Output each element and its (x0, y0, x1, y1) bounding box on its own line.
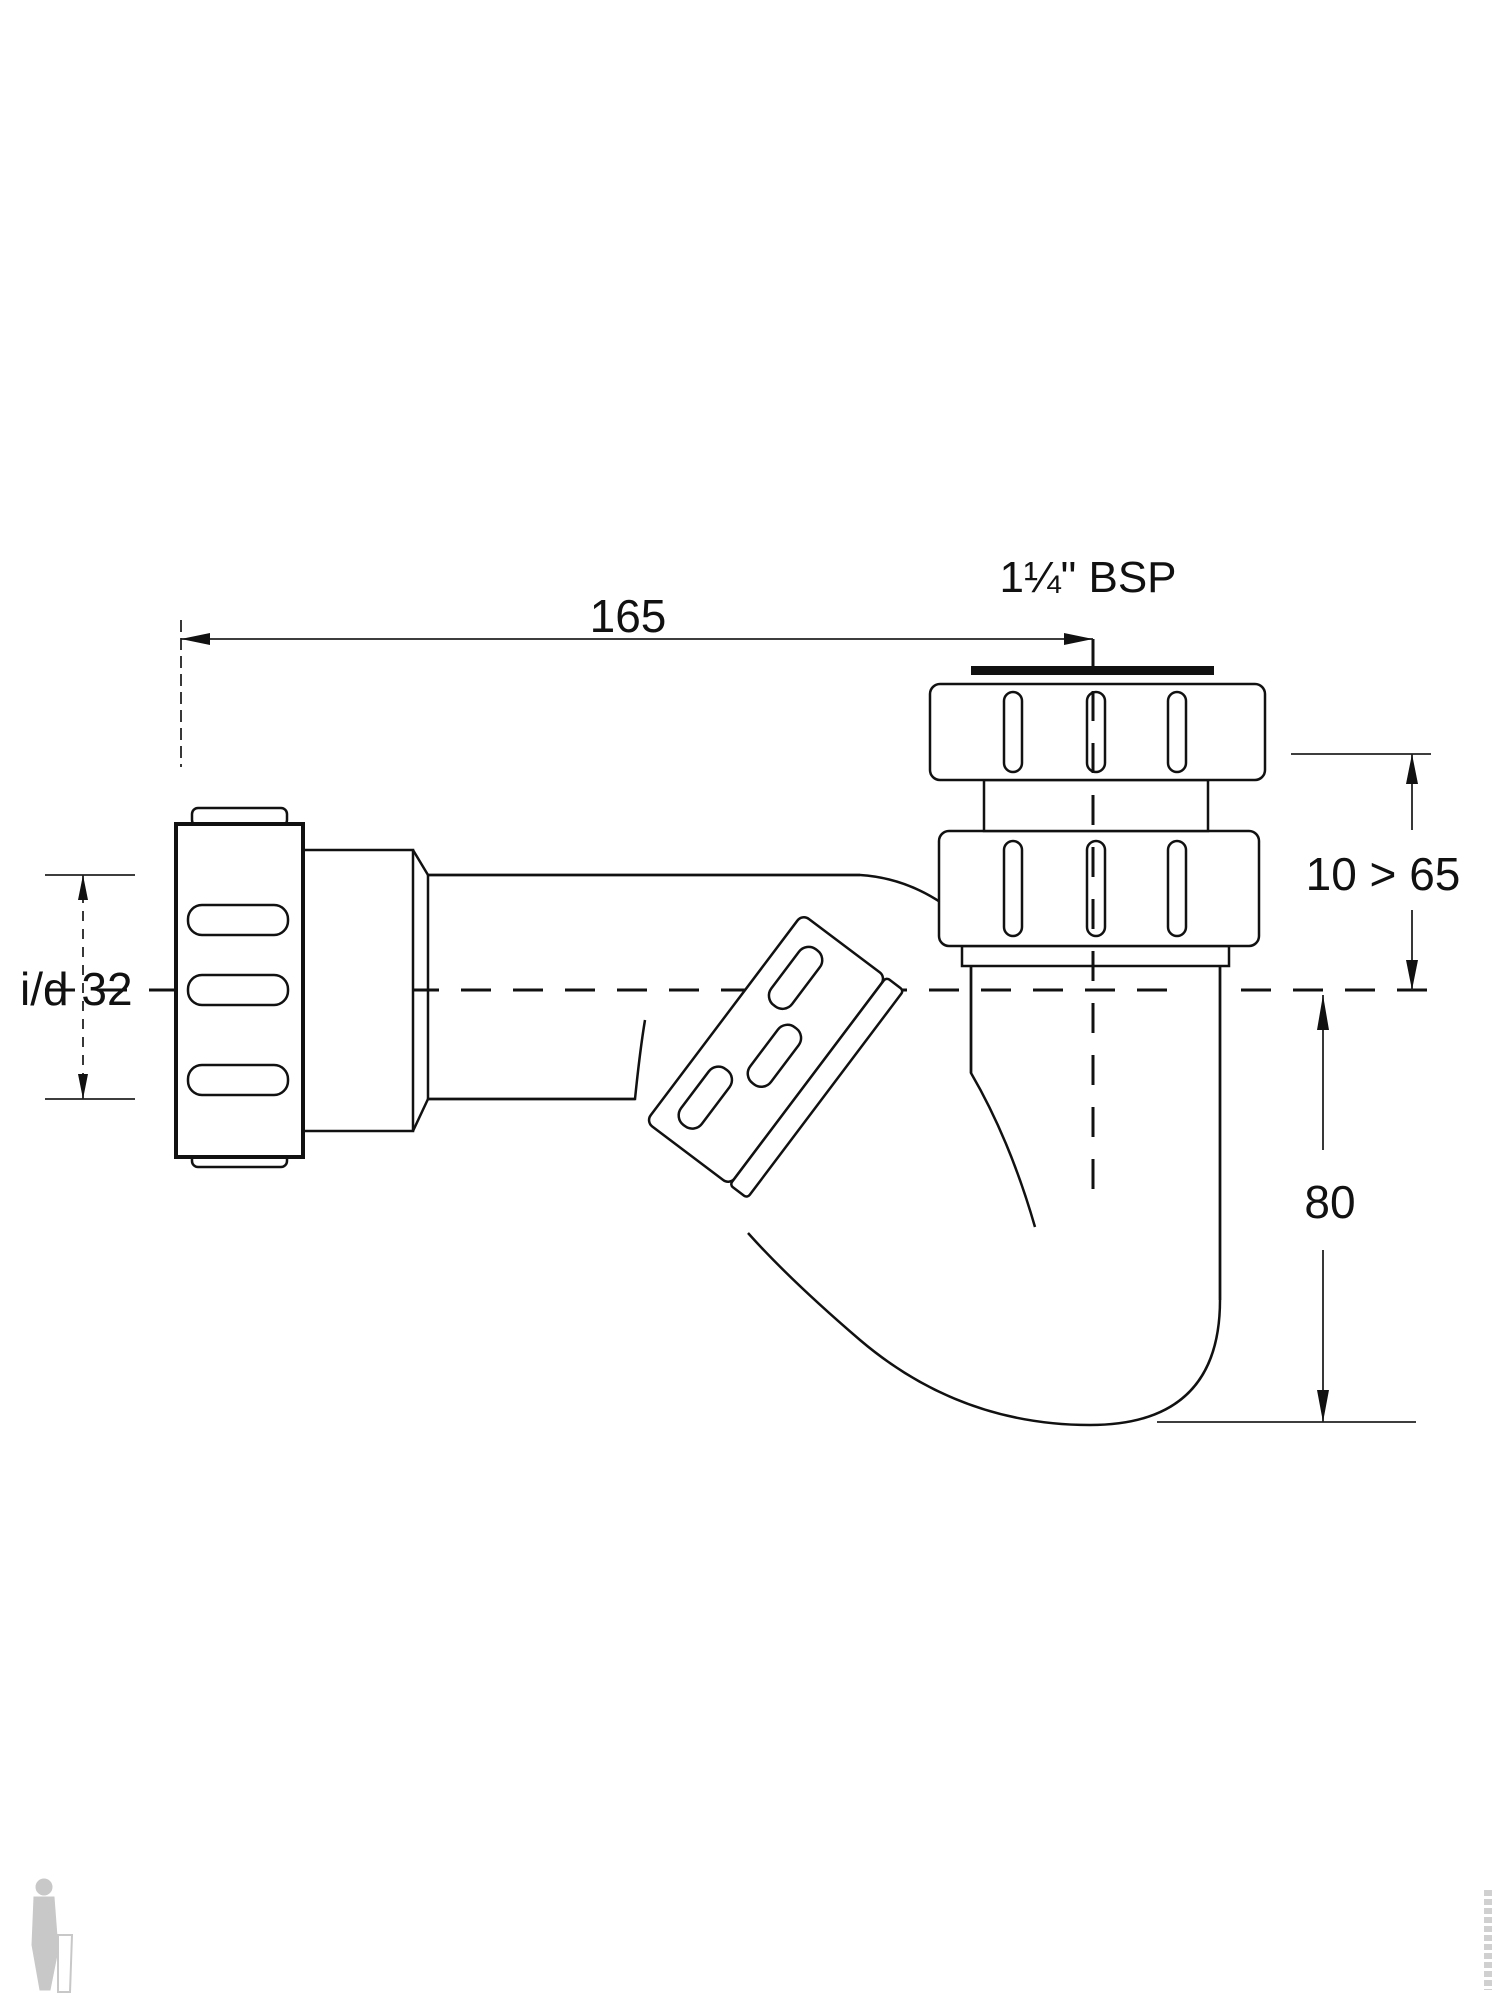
inner-diameter-label: i/d 32 (20, 963, 133, 1015)
angled-nut (647, 916, 904, 1198)
thread-size-label: 1¼" BSP (999, 553, 1176, 602)
u-bend (747, 965, 1222, 1427)
inlet-body (301, 848, 415, 1133)
plumber-watermark-logo (31, 1878, 74, 1993)
seal-depth-label: 80 (1304, 1176, 1355, 1228)
outlet-ring (960, 944, 1231, 968)
outlet-cap (971, 666, 1214, 675)
dimension-165-label: 165 (590, 590, 667, 642)
outlet-neck (982, 778, 1210, 833)
adjustment-range-label: 10 > 65 (1306, 848, 1461, 900)
